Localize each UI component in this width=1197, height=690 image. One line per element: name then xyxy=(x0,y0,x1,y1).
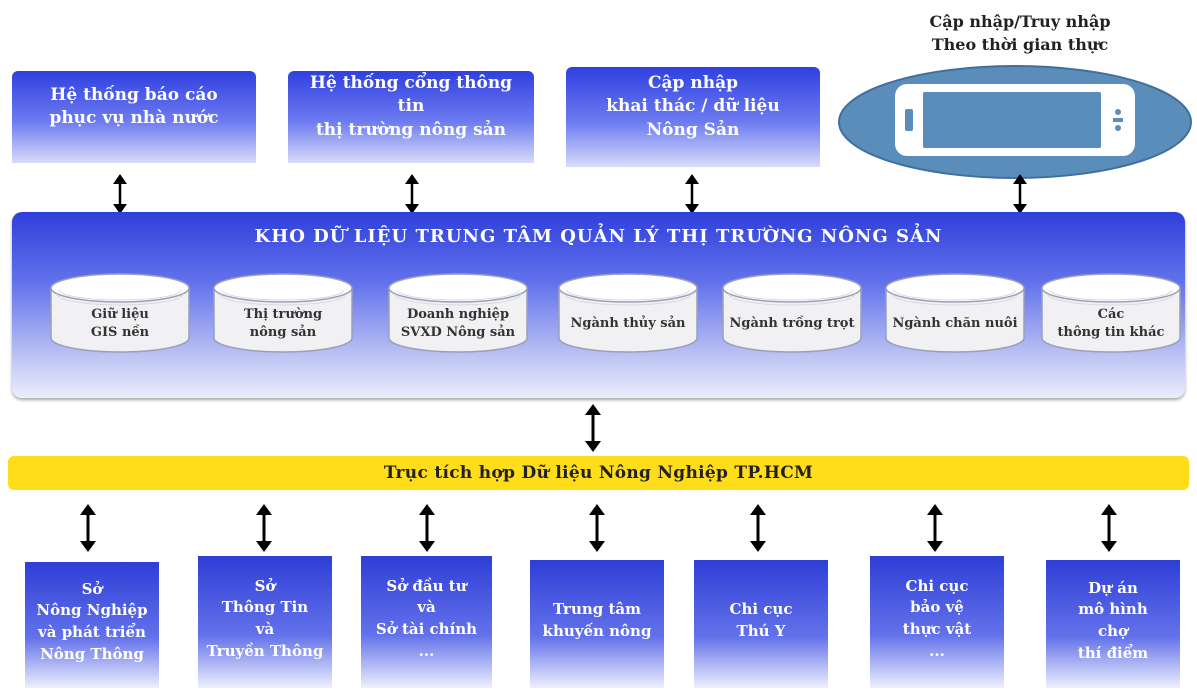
database-other: Các thông tin khác xyxy=(1040,272,1182,354)
top-arrow-3 xyxy=(685,174,699,214)
veterinary-dept-box: Chi cục Thú Y xyxy=(694,560,828,688)
bottom-arrow-5 xyxy=(750,504,766,552)
realtime-access-label: Cập nhập/Truy nhập Theo thời gian thực xyxy=(929,12,1111,55)
bottom-arrow-7 xyxy=(1101,504,1117,552)
mobile-device-oval xyxy=(838,65,1192,179)
state-report-system-box: Hệ thống báo cáo phục vụ nhà nước xyxy=(12,71,256,163)
top-arrow-4 xyxy=(1013,174,1027,214)
dept-agriculture-box: Sở Nông Nghiệp và phát triển Nông Thông xyxy=(25,562,159,688)
warehouse-title: KHO DỮ LIỆU TRUNG TÂM QUẢN LÝ THỊ TRƯỜNG… xyxy=(254,226,943,247)
bottom-arrow-2 xyxy=(256,504,272,552)
integration-bus: Trục tích hợp Dữ liệu Nông Nghiệp TP.HCM xyxy=(8,456,1189,490)
database-label: Ngành trồng trọt xyxy=(729,316,855,332)
bottom-arrow-4 xyxy=(589,504,605,552)
bottom-arrow-3 xyxy=(419,504,435,552)
plant-protection-box: Chi cục bảo vệ thực vật ... xyxy=(870,556,1004,688)
top-arrow-1 xyxy=(113,174,127,214)
database-label: Ngành thủy sản xyxy=(570,316,686,332)
warehouse-bus-arrow xyxy=(585,404,601,452)
dept-investment-finance-box: Sở đầu tư và Sở tài chính ... xyxy=(361,556,492,688)
database-label: Thị trường nông sản xyxy=(243,307,323,340)
database-cultivation: Ngành trồng trọt xyxy=(721,272,863,354)
bottom-arrow-1 xyxy=(80,504,96,552)
market-portal-system-box: Hệ thống cổng thông tin thị trường nông … xyxy=(288,71,534,163)
database-label: Các thông tin khác xyxy=(1057,307,1165,340)
update-exploit-data-box: Cập nhập khai thác / dữ liệu Nông Sản xyxy=(566,67,820,167)
bottom-arrow-6 xyxy=(927,504,943,552)
dept-information-box: Sở Thông Tin và Truyền Thông xyxy=(198,556,332,688)
database-enterprise: Doanh nghiệp SVXD Nông sản xyxy=(387,272,529,354)
database-label: Giữ liệu GIS nền xyxy=(90,307,150,340)
database-fishery: Ngành thủy sản xyxy=(557,272,699,354)
database-gis: Giữ liệu GIS nền xyxy=(49,272,191,354)
pilot-market-project-box: Dự án mô hình chợ thí điểm xyxy=(1046,560,1180,688)
database-label: Doanh nghiệp SVXD Nông sản xyxy=(400,307,516,340)
extension-center-box: Trung tâm khuyến nông xyxy=(530,560,664,688)
database-market: Thị trường nông sản xyxy=(212,272,354,354)
top-arrow-2 xyxy=(405,174,419,214)
database-label: Ngành chăn nuôi xyxy=(892,316,1018,332)
central-data-warehouse: KHO DỮ LIỆU TRUNG TÂM QUẢN LÝ THỊ TRƯỜNG… xyxy=(12,212,1185,398)
database-livestock: Ngành chăn nuôi xyxy=(884,272,1026,354)
